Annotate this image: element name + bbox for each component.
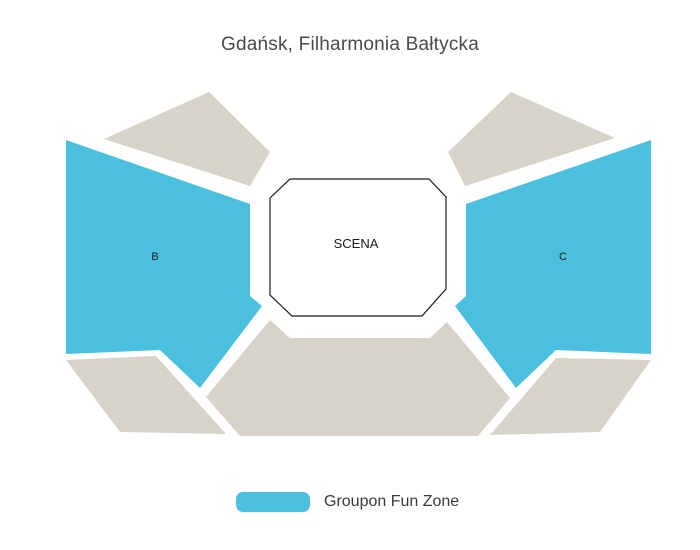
section-right-upper[interactable] [448, 92, 615, 186]
section-b-label: B [151, 251, 158, 263]
venue-title: Gdańsk, Filharmonia Bałtycka [221, 34, 479, 55]
section-b[interactable] [66, 140, 262, 388]
section-c[interactable] [455, 140, 651, 388]
legend-swatch-fun-zone [236, 492, 310, 512]
section-c-label: C [559, 251, 567, 263]
stage [269, 178, 447, 317]
legend-label-fun-zone: Groupon Fun Zone [324, 493, 460, 510]
section-right-lower[interactable] [490, 358, 651, 435]
legend: Groupon Fun Zone [236, 490, 459, 514]
stage-label: SCENA [334, 236, 379, 251]
section-left-lower[interactable] [66, 356, 226, 434]
section-left-upper[interactable] [104, 92, 270, 186]
section-center-lower[interactable] [206, 320, 510, 436]
